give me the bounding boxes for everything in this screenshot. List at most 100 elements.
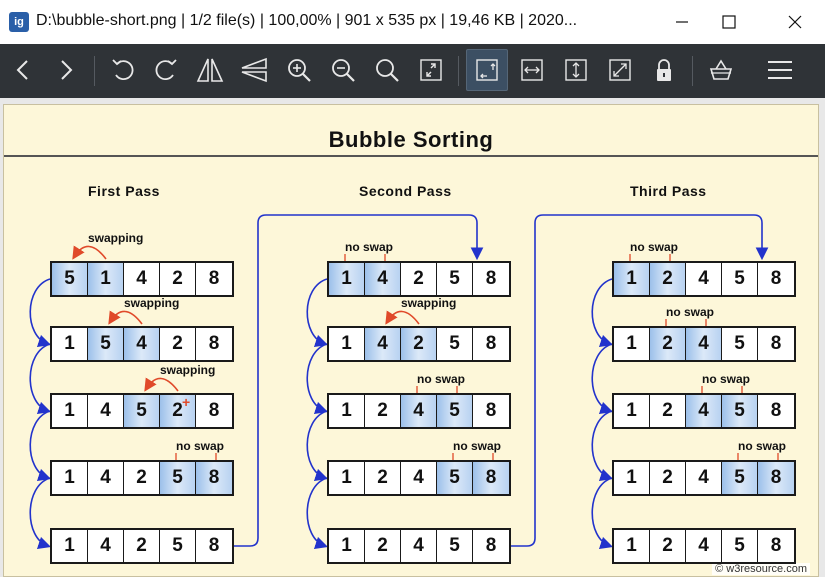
rotate-right-button[interactable] — [145, 49, 187, 91]
array-cell: 5 — [722, 395, 758, 427]
array-cell: 8 — [758, 530, 794, 562]
array-cell: 8 — [196, 263, 232, 295]
pass-label: Second Pass — [359, 183, 452, 199]
array-cell: 1 — [329, 530, 365, 562]
auto-zoom-icon — [476, 59, 498, 81]
full-view-button[interactable] — [599, 49, 641, 91]
image-viewport[interactable]: Bubble Sorting © w3resource.com First Pa… — [0, 98, 825, 577]
zoom-out-button[interactable] — [322, 49, 364, 91]
flow-arrow — [306, 477, 329, 550]
array-cell: 1 — [329, 395, 365, 427]
array-cell: 4 — [686, 530, 722, 562]
flow-arrow — [306, 343, 329, 415]
main-menu-button[interactable] — [759, 49, 801, 91]
array-cell: 5 — [722, 328, 758, 360]
swap-arrow — [385, 310, 420, 325]
flow-arrow — [591, 278, 614, 348]
array-cell: 4 — [686, 462, 722, 494]
swap-arrow — [144, 377, 179, 392]
title-bar: ig D:\bubble-short.png | 1/2 file(s) | 1… — [0, 0, 825, 44]
array-cell: 2 — [401, 263, 437, 295]
swapping-label: swapping — [160, 363, 216, 377]
fit-window-icon — [420, 59, 442, 81]
array-cell: 1 — [614, 530, 650, 562]
fit-width-button[interactable] — [511, 49, 553, 91]
lock-icon — [657, 59, 671, 81]
no-swap-label: no swap — [664, 305, 717, 319]
array-cell: 4 — [686, 328, 722, 360]
array-cell: 4 — [401, 395, 437, 427]
flip-vertical-button[interactable] — [233, 49, 275, 91]
lock-zoom-button[interactable] — [643, 49, 685, 91]
close-button[interactable] — [772, 6, 818, 38]
minimize-button[interactable] — [659, 6, 705, 38]
array-cell: 5 — [722, 263, 758, 295]
displayed-image: Bubble Sorting © w3resource.com First Pa… — [3, 104, 819, 577]
diagram-title: Bubble Sorting — [328, 127, 494, 152]
array-cell: 4 — [686, 395, 722, 427]
flow-arrow — [306, 278, 329, 348]
array-cell: 2 — [650, 462, 686, 494]
array-cell: 8 — [473, 462, 509, 494]
array-cell: 2 — [124, 530, 160, 562]
array-cell: 4 — [88, 530, 124, 562]
previous-image-button[interactable] — [2, 49, 44, 91]
actual-size-button[interactable] — [466, 49, 508, 91]
chevron-left-icon — [16, 60, 28, 80]
array-cell: 4 — [365, 263, 401, 295]
fit-height-button[interactable] — [555, 49, 597, 91]
array-cell: 8 — [196, 395, 232, 427]
rotate-right-icon — [155, 59, 177, 80]
flow-arrow — [591, 410, 614, 482]
array-cell: 4 — [365, 328, 401, 360]
zoom-button[interactable] — [366, 49, 408, 91]
no-swap-label: no swap — [343, 240, 396, 254]
array-cell: 2 — [124, 462, 160, 494]
array-cell: 4 — [88, 395, 124, 427]
zoom-in-button[interactable] — [278, 49, 320, 91]
next-image-button[interactable] — [45, 49, 87, 91]
no-swap-label: no swap — [628, 240, 681, 254]
array-cell: 1 — [614, 328, 650, 360]
slideshow-button[interactable] — [700, 49, 742, 91]
flip-horizontal-button[interactable] — [189, 49, 231, 91]
rotate-left-button[interactable] — [102, 49, 144, 91]
flip-vertical-icon — [241, 57, 267, 83]
array-cell: 5 — [437, 328, 473, 360]
array-cell: 1 — [614, 263, 650, 295]
array-cell: 2 — [650, 263, 686, 295]
array-cell: 8 — [758, 462, 794, 494]
fit-width-icon — [521, 59, 543, 81]
array-cell: 5 — [437, 462, 473, 494]
array-cell: 8 — [473, 395, 509, 427]
array-cell: 5 — [160, 462, 196, 494]
array-cell: 4 — [124, 328, 160, 360]
array-cell: 2 — [365, 530, 401, 562]
array-cell: 5 — [437, 395, 473, 427]
no-swap-label: no swap — [451, 439, 504, 453]
array-cell: 2 — [365, 395, 401, 427]
window-title: D:\bubble-short.png | 1/2 file(s) | 100,… — [36, 12, 578, 29]
array-cell: 1 — [614, 462, 650, 494]
array-cell: 5 — [722, 530, 758, 562]
array-cell: 2 — [650, 530, 686, 562]
array-cell: 8 — [758, 328, 794, 360]
magnifier-icon — [376, 59, 399, 82]
array-cell: 2 — [365, 462, 401, 494]
array-cell: 1 — [88, 263, 124, 295]
zoom-in-icon — [288, 59, 311, 82]
zoom-out-icon — [332, 59, 355, 82]
array-cell: 8 — [758, 395, 794, 427]
array-cell: 2 — [160, 328, 196, 360]
fit-to-window-button[interactable] — [410, 49, 452, 91]
maximize-button[interactable] — [706, 6, 752, 38]
array-cell: 1 — [614, 395, 650, 427]
